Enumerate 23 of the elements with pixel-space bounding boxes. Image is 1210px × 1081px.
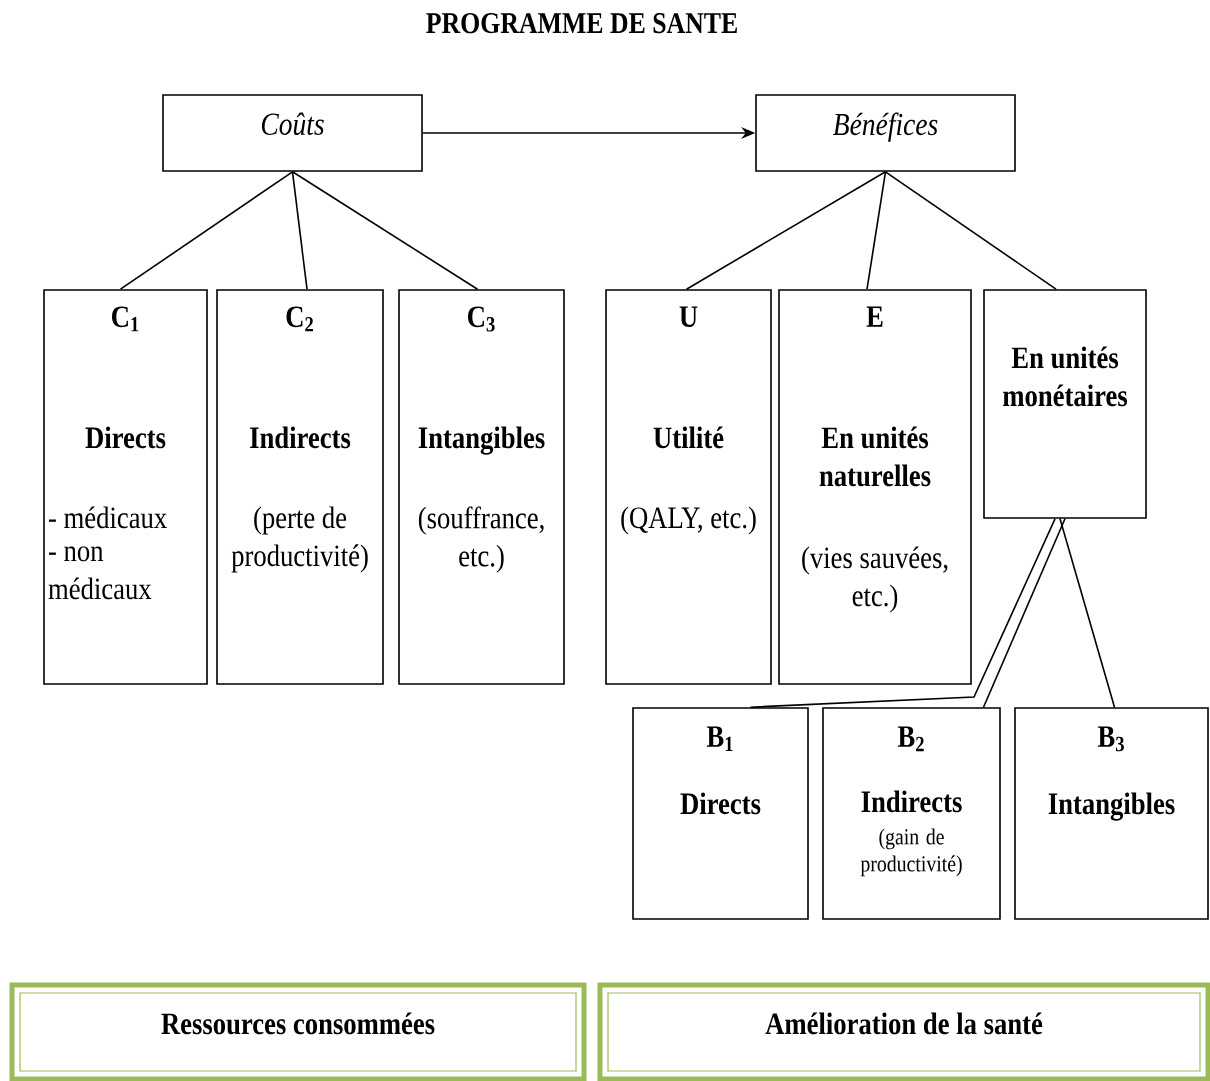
text-box: En unités monétaires [983, 289, 1147, 519]
connector [982, 518, 1066, 708]
connector [749, 518, 1056, 708]
text-box: C$_{3}$ Intangibles (souffrance, etc.) [398, 289, 565, 685]
text-box: C$_{1}$ Directs - médicaux - non médicaux [43, 289, 208, 685]
connector [866, 171, 887, 290]
connector [884, 171, 1057, 290]
banner-box: Amélioration de la santé [597, 982, 1210, 1081]
banner-box: Ressources consommées [9, 982, 587, 1081]
text-box: B$_{3}$ Intangibles [1014, 707, 1209, 920]
connector [291, 171, 479, 290]
text-box: C$_{2}$ Indirects (perte de productivité) [216, 289, 384, 685]
title: PROGRAMME DE SANTE [426, 13, 737, 34]
connector [685, 171, 887, 290]
text-box: B$_{1}$ Directs [632, 707, 809, 920]
text-box: B$_{2}$ Indirects (gain de productivité) [822, 707, 1001, 920]
text-box: Coûts [162, 94, 423, 172]
connector [291, 171, 308, 290]
text-box: U Utilité (QALY, etc.) [605, 289, 772, 685]
connector [119, 171, 294, 290]
text-box: Bénéfices [755, 94, 1016, 172]
connector [1059, 518, 1116, 708]
text-box: E En unités naturelles (vies sauvées, etc.) [778, 289, 972, 685]
